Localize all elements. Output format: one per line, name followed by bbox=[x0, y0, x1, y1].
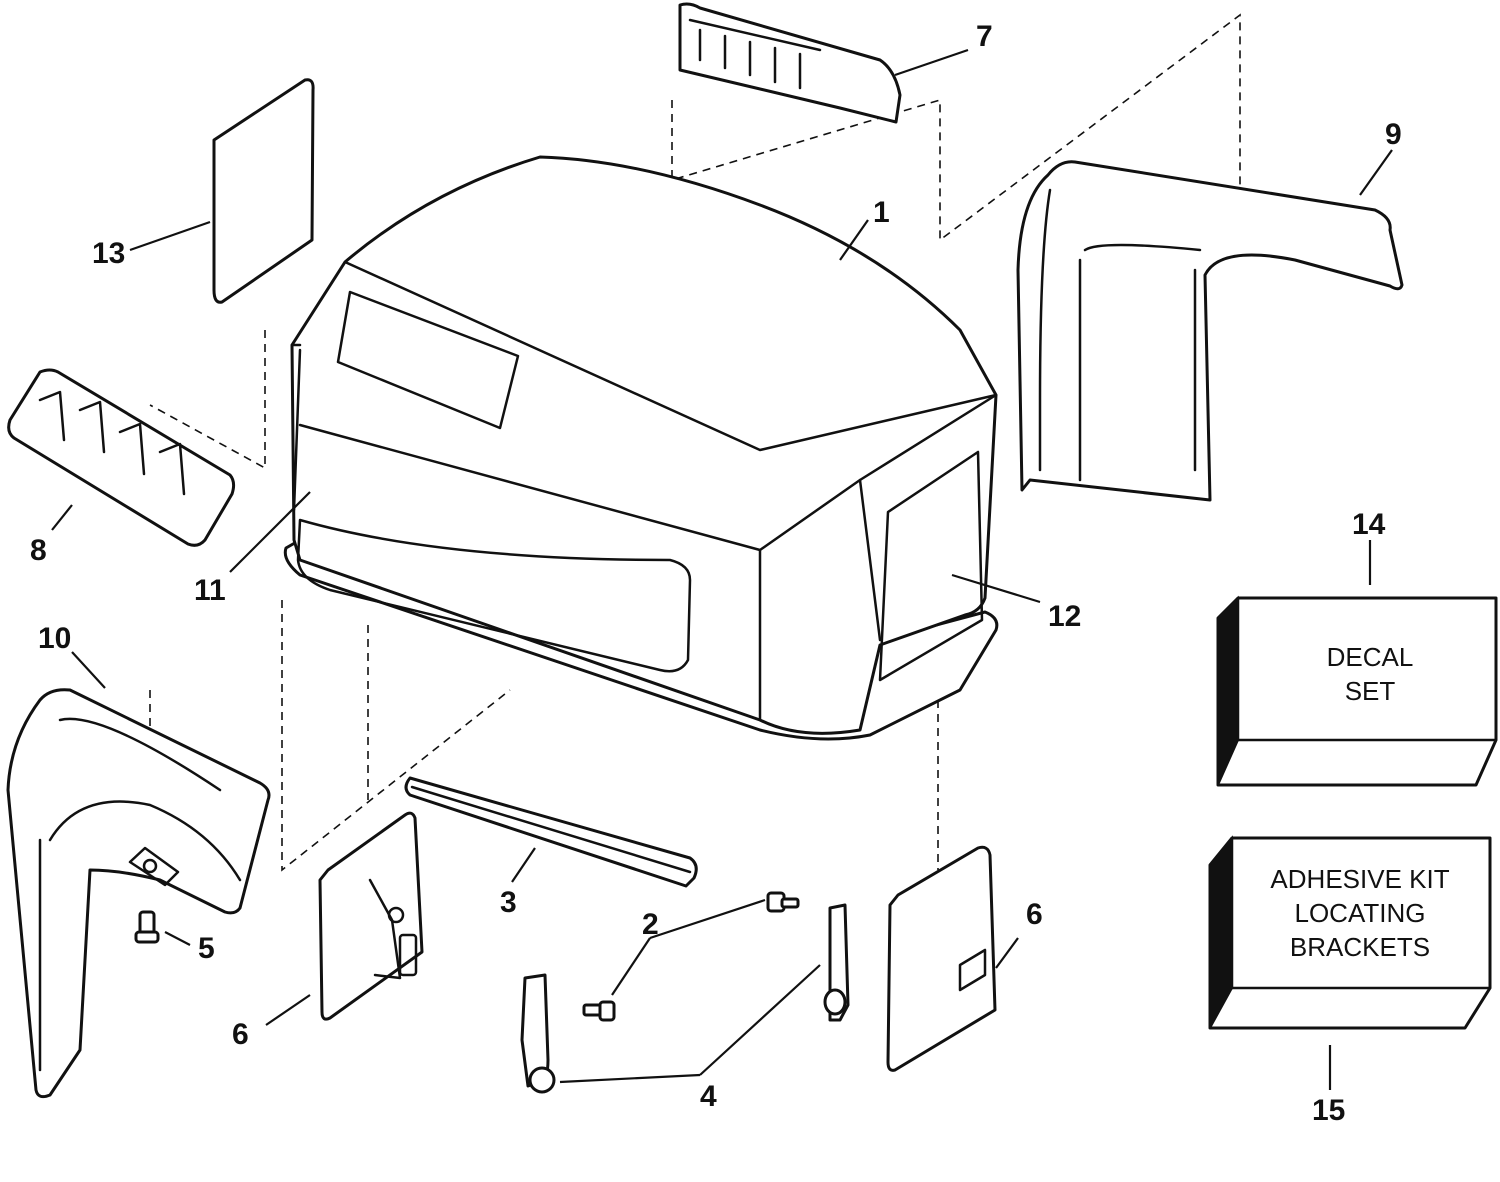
box14-line2: SET bbox=[1345, 676, 1396, 706]
callout-2: 2 bbox=[642, 908, 659, 941]
part-right-shroud-9 bbox=[1016, 160, 1404, 502]
callout-3: 3 bbox=[500, 886, 517, 919]
part-screws-2 bbox=[582, 891, 800, 1022]
part-side-vent-grille-8 bbox=[7, 368, 236, 547]
callout-1: 1 bbox=[873, 196, 890, 229]
callout-6-right: 6 bbox=[1026, 898, 1043, 931]
callout-6-left: 6 bbox=[232, 1018, 249, 1051]
part-screw-5 bbox=[134, 910, 160, 944]
part-decal-sheet-13 bbox=[212, 78, 315, 304]
callout-9: 9 bbox=[1385, 118, 1402, 151]
box-labels: DECAL SET ADHESIVE KIT LOCATING BRACKETS bbox=[1270, 642, 1449, 962]
part-top-cowl bbox=[283, 155, 999, 741]
box14-line1: DECAL bbox=[1327, 642, 1414, 672]
part-adhesive-kit-box-15 bbox=[1208, 835, 1492, 1030]
callout-labels: 1 2 3 4 5 6 6 7 8 9 10 11 12 13 14 15 bbox=[30, 20, 1402, 1127]
callout-10: 10 bbox=[38, 622, 71, 655]
callout-5: 5 bbox=[198, 932, 215, 965]
part-bracket-plate-6-right bbox=[886, 845, 997, 1072]
part-decal-set-box-14 bbox=[1216, 595, 1498, 787]
part-top-vent-grille-7 bbox=[678, 2, 902, 124]
callout-8: 8 bbox=[30, 534, 47, 567]
leader-lines bbox=[51, 48, 1393, 1090]
part-seal-strip-3 bbox=[404, 776, 698, 888]
callout-4: 4 bbox=[700, 1080, 717, 1113]
callout-15: 15 bbox=[1312, 1094, 1345, 1127]
box15-line1: ADHESIVE KIT bbox=[1270, 864, 1449, 894]
callout-7: 7 bbox=[976, 20, 993, 53]
part-left-shroud-10 bbox=[6, 688, 271, 1099]
callout-11: 11 bbox=[194, 574, 226, 607]
box15-line2: LOCATING bbox=[1295, 898, 1426, 928]
callout-13: 13 bbox=[92, 237, 125, 270]
callout-12: 12 bbox=[1048, 600, 1081, 633]
part-brackets-4 bbox=[520, 903, 850, 1094]
box15-line3: BRACKETS bbox=[1290, 932, 1430, 962]
callout-14: 14 bbox=[1352, 508, 1386, 541]
part-bracket-plate-6-left bbox=[318, 811, 424, 1021]
